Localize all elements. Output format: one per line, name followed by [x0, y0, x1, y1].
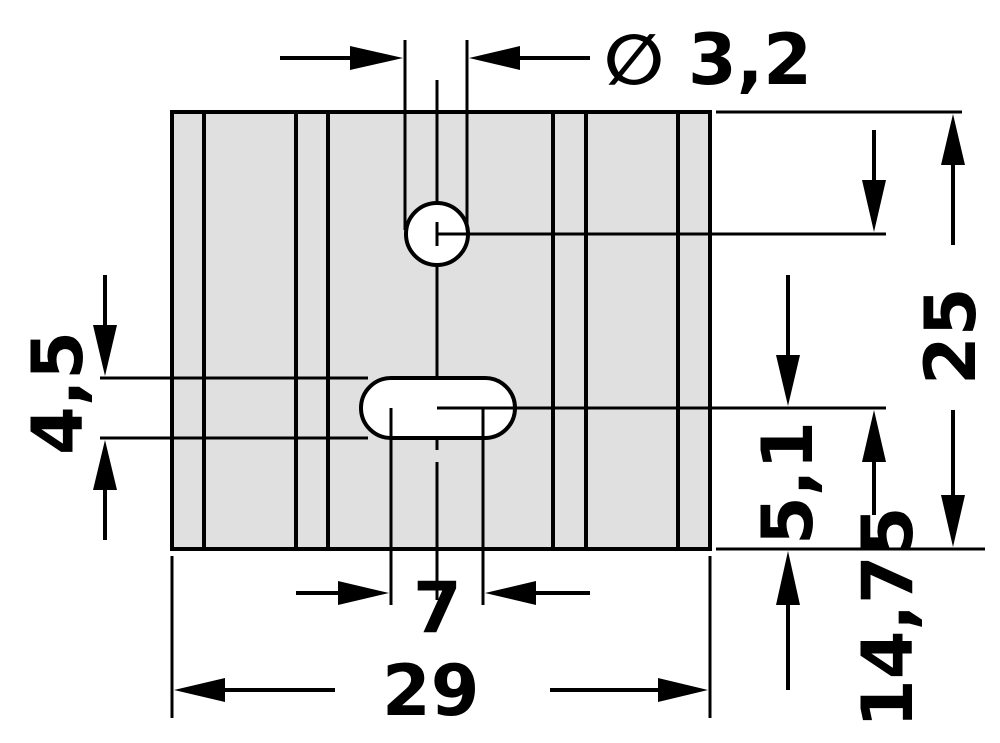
dim-slot-width: 4,5 [17, 275, 368, 540]
dim-label-width: 29 [382, 650, 479, 732]
heatsink-body [170, 110, 712, 551]
dim-label-slot-length: 7 [413, 567, 462, 649]
dim-width: 29 [170, 556, 712, 732]
dim-label-slot-from-bottom: 5,1 [747, 421, 829, 545]
dim-label-slot-width: 4,5 [17, 331, 99, 455]
dim-height: 25 [716, 110, 992, 551]
diameter-symbol: ∅ [604, 19, 664, 101]
dim-slot-from-bottom: 5,1 [437, 275, 886, 690]
dim-label-hole-from-bottom: 14,75 [847, 507, 929, 728]
dim-hole-from-bottom: 14,75 [437, 130, 929, 728]
dim-label-height: 25 [910, 288, 992, 385]
dim-label-hole-diameter: 3,2 [688, 19, 812, 101]
dim-hole-diameter: ∅ 3,2 [280, 19, 812, 230]
dim-slot-length: 7 [296, 408, 590, 649]
fin-lines [202, 112, 680, 549]
